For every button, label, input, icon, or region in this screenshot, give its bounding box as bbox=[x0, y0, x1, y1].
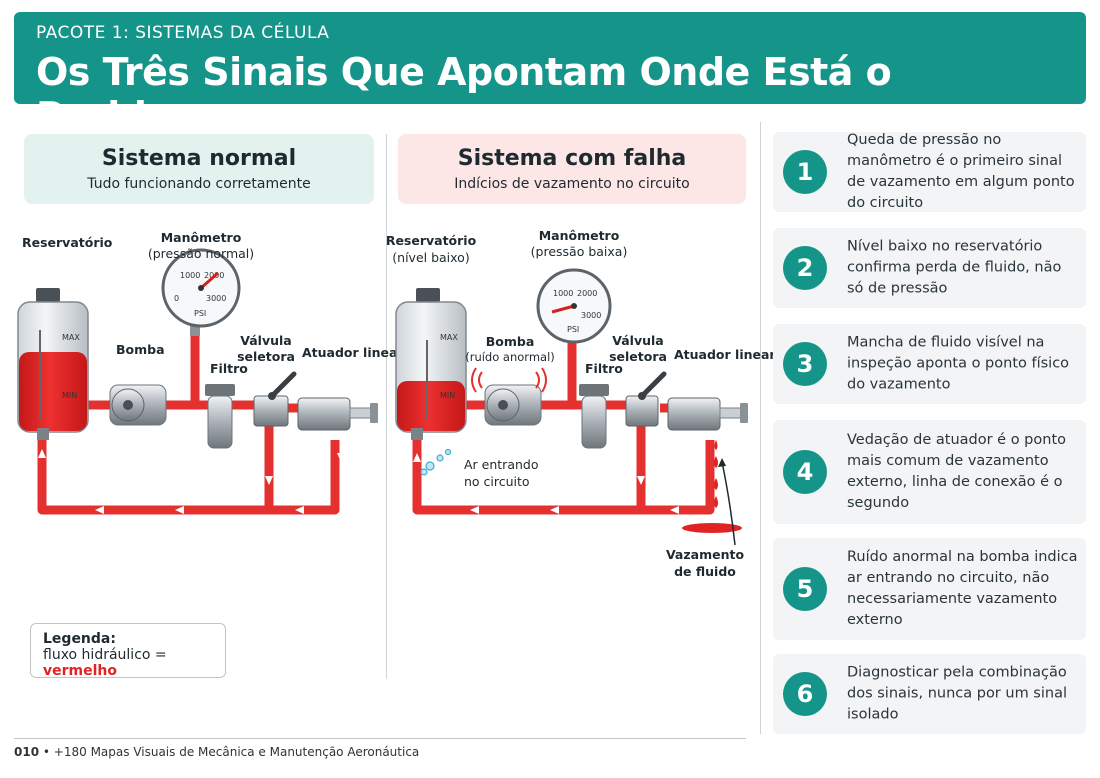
fault-label-filter: Filtro bbox=[585, 361, 623, 376]
signal-card-6: 6 Diagnosticar pela combinação dos sinai… bbox=[773, 654, 1086, 734]
fault-system-title-box: Sistema com falha Indícios de vazamento … bbox=[398, 134, 746, 204]
fault-label-reservoir-sub: (nível baixo) bbox=[392, 250, 469, 265]
fault-tank-min: MIN bbox=[440, 391, 455, 400]
normal-system-title: Sistema normal bbox=[101, 146, 297, 171]
signals-divider bbox=[760, 122, 761, 734]
legend-entry: fluxo hidráulico = vermelho bbox=[43, 647, 213, 679]
footer-book-title: +180 Mapas Visuais de Mecânica e Manuten… bbox=[53, 745, 420, 759]
fault-label-valve-1: Válvula bbox=[612, 333, 663, 348]
fault-label-air-1: Ar entrando bbox=[464, 457, 538, 472]
leak-pointer-arrowhead-icon bbox=[718, 458, 726, 467]
normal-label-gauge-sub: (pressão normal) bbox=[148, 246, 254, 261]
legend-text: fluxo hidráulico = bbox=[43, 647, 167, 663]
fault-tank-max: MAX bbox=[440, 333, 458, 342]
signal-number: 2 bbox=[783, 246, 827, 290]
signal-card-3: 3 Mancha de fluido visível na inspeção a… bbox=[773, 324, 1086, 404]
fault-system-subtitle: Indícios de vazamento no circuito bbox=[454, 176, 690, 192]
normal-label-valve-1: Válvula bbox=[240, 333, 291, 348]
signal-text: Ruído anormal na bomba indica ar entrand… bbox=[847, 549, 1078, 628]
normal-reservoir: MAX MIN bbox=[17, 288, 89, 440]
signal-text: Vedação de atuador é o ponto mais comum … bbox=[847, 432, 1067, 511]
signal-card-1: 1 Queda de pressão no manômetro é o prim… bbox=[773, 132, 1086, 212]
fault-pump bbox=[471, 367, 547, 426]
normal-tank-min: MIN bbox=[62, 391, 77, 400]
fault-label-valve-2: seletora bbox=[609, 349, 667, 364]
normal-gauge-unit: PSI bbox=[194, 309, 206, 318]
signal-number: 5 bbox=[783, 567, 827, 611]
fluid-leak-drops-icon bbox=[682, 440, 742, 533]
footer-rule bbox=[14, 738, 746, 739]
legend-box: Legenda: fluxo hidráulico = vermelho bbox=[30, 623, 226, 679]
signal-card-4: 4 Vedação de atuador é o ponto mais comu… bbox=[773, 420, 1086, 524]
fault-actuator bbox=[667, 397, 748, 431]
fault-label-air-2: no circuito bbox=[464, 474, 530, 489]
normal-gauge-1000: 1000 bbox=[180, 271, 200, 280]
normal-label-filter: Filtro bbox=[210, 361, 248, 376]
signal-text: Diagnosticar pela combinação dos sinais,… bbox=[847, 664, 1067, 723]
normal-gauge-3000: 3000 bbox=[206, 294, 226, 303]
fault-label-leak-1: Vazamento bbox=[666, 547, 745, 562]
fault-label-pump-sub: (ruído anormal) bbox=[465, 350, 555, 364]
signal-number: 3 bbox=[783, 342, 827, 386]
fault-filter bbox=[579, 384, 609, 449]
normal-actuator bbox=[297, 397, 378, 431]
fault-gauge-unit: PSI bbox=[567, 325, 579, 334]
leak-pointer-arrow bbox=[721, 461, 736, 546]
fault-reservoir: MAX MIN bbox=[395, 288, 467, 440]
page-title: Os Três Sinais Que Apontam Onde Está o P… bbox=[36, 50, 892, 138]
header-kicker: PACOTE 1: SISTEMAS DA CÉLULA bbox=[36, 23, 330, 43]
pump-noise-waves bbox=[471, 367, 547, 393]
legend-highlight: vermelho bbox=[43, 663, 117, 679]
normal-pipes bbox=[37, 335, 340, 515]
fault-label-gauge: Manômetro bbox=[539, 228, 620, 243]
footer: 010 • +180 Mapas Visuais de Mecânica e M… bbox=[14, 745, 419, 759]
fault-label-gauge-sub: (pressão baixa) bbox=[531, 244, 628, 259]
signal-card-2: 2 Nível baixo no reservatório confirma p… bbox=[773, 228, 1086, 308]
normal-gauge: 1000 2000 0 3000 PSI bbox=[161, 248, 241, 336]
fault-label-leak-2: de fluido bbox=[674, 564, 736, 579]
normal-label-gauge: Manômetro bbox=[161, 230, 242, 245]
normal-pump bbox=[109, 384, 167, 426]
fault-gauge: 1000 2000 3000 PSI bbox=[536, 268, 612, 344]
legend-title: Legenda: bbox=[43, 631, 116, 647]
signal-number: 1 bbox=[783, 150, 827, 194]
signal-number: 4 bbox=[783, 450, 827, 494]
normal-tank-max: MAX bbox=[62, 333, 80, 342]
air-bubbles-icon bbox=[420, 448, 452, 476]
normal-valve bbox=[253, 371, 297, 427]
fault-label-actuator: Atuador linear bbox=[674, 347, 776, 362]
normal-flow-arrows bbox=[38, 449, 345, 514]
normal-label-valve-2: seletora bbox=[237, 349, 295, 364]
signal-text: Mancha de fluido visível na inspeção apo… bbox=[847, 334, 1070, 393]
normal-system-subtitle: Tudo funcionando corretamente bbox=[87, 176, 311, 192]
signal-text: Queda de pressão no manômetro é o primei… bbox=[847, 132, 1075, 211]
fault-gauge-2000: 2000 bbox=[577, 289, 597, 298]
fault-flow-arrows bbox=[413, 453, 679, 514]
fault-label-reservoir: Reservatório bbox=[386, 233, 477, 248]
fault-gauge-1000: 1000 bbox=[553, 289, 573, 298]
normal-label-pump: Bomba bbox=[116, 342, 165, 357]
fault-diagram: MAX MIN 1000 2000 bbox=[386, 228, 777, 579]
normal-gauge-0: 0 bbox=[174, 294, 179, 303]
normal-diagram: MAX MIN 1000 2000 0 3000 PSI bbox=[17, 230, 404, 515]
normal-filter bbox=[205, 384, 235, 449]
panel-divider bbox=[386, 134, 387, 679]
header-banner: PACOTE 1: SISTEMAS DA CÉLULA Os Três Sin… bbox=[14, 12, 1086, 138]
normal-system-title-box: Sistema normal Tudo funcionando corretam… bbox=[24, 134, 374, 204]
footer-page-number: 010 bbox=[14, 745, 40, 759]
signal-text: Nível baixo no reservatório confirma per… bbox=[847, 238, 1062, 297]
fault-pipes bbox=[412, 340, 715, 515]
fault-system-title: Sistema com falha bbox=[457, 146, 687, 171]
signal-number: 6 bbox=[783, 672, 827, 716]
footer-separator: • bbox=[42, 745, 50, 759]
fault-gauge-3000: 3000 bbox=[581, 311, 601, 320]
fault-valve bbox=[625, 371, 667, 427]
signal-card-5: 5 Ruído anormal na bomba indica ar entra… bbox=[773, 538, 1086, 640]
normal-label-actuator: Atuador linear bbox=[302, 345, 404, 360]
normal-label-reservoir: Reservatório bbox=[22, 235, 113, 250]
fault-label-pump: Bomba bbox=[486, 334, 535, 349]
